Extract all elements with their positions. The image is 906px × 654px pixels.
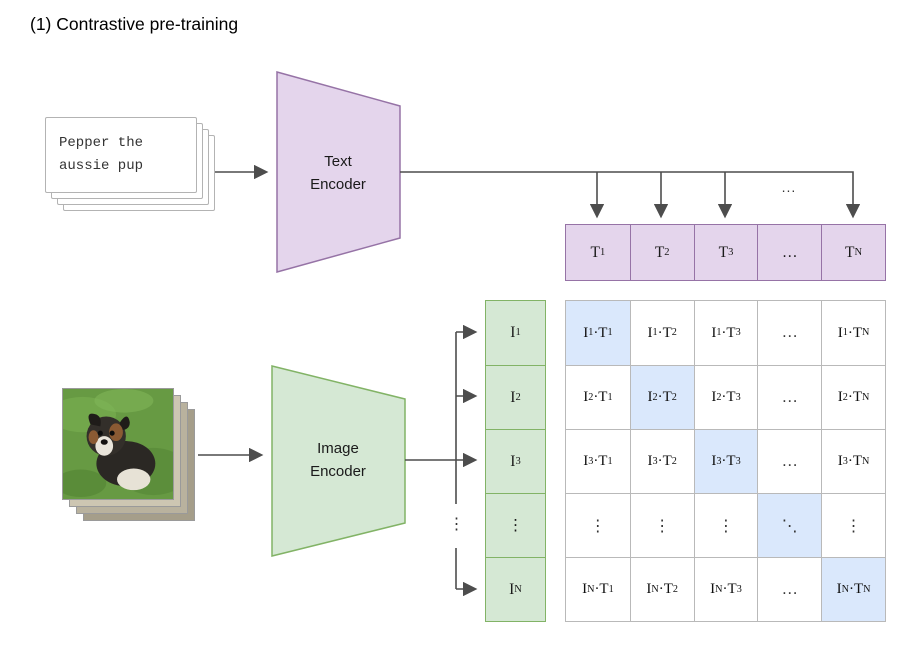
figure-title: (1) Contrastive pre-training bbox=[30, 14, 239, 34]
text-encoder-label: Text Encoder bbox=[310, 153, 366, 193]
matrix-cell-1-3: … bbox=[757, 365, 822, 429]
text-input-card: Pepper the aussie pup bbox=[45, 117, 197, 193]
image-encoder-label: Image Encoder bbox=[310, 440, 366, 480]
text-input-line1: Pepper the bbox=[59, 135, 144, 151]
text-bus-ellipsis: ... bbox=[781, 179, 797, 195]
matrix-cell-3-0: ⋮ bbox=[566, 493, 630, 557]
puppy-photo bbox=[62, 388, 174, 500]
matrix-cell-4-3: … bbox=[757, 557, 822, 621]
puppy-illustration bbox=[63, 389, 173, 499]
text-input-line2: aussie pup bbox=[59, 157, 144, 174]
image-embedding-cell-3: ⋮ bbox=[486, 493, 545, 557]
matrix-cell-3-4: ⋮ bbox=[821, 493, 885, 557]
matrix-cell-3-2: ⋮ bbox=[693, 493, 758, 557]
matrix-cell-2-3: … bbox=[757, 429, 822, 493]
matrix-cell-0-3: … bbox=[757, 301, 821, 365]
text-embedding-cell-3: … bbox=[757, 225, 821, 280]
matrix-cell-3-1: ⋮ bbox=[629, 493, 694, 557]
matrix-cell-3-3: ⋱ bbox=[757, 493, 822, 557]
image-branch-ellipsis: ⋮ bbox=[446, 506, 467, 544]
